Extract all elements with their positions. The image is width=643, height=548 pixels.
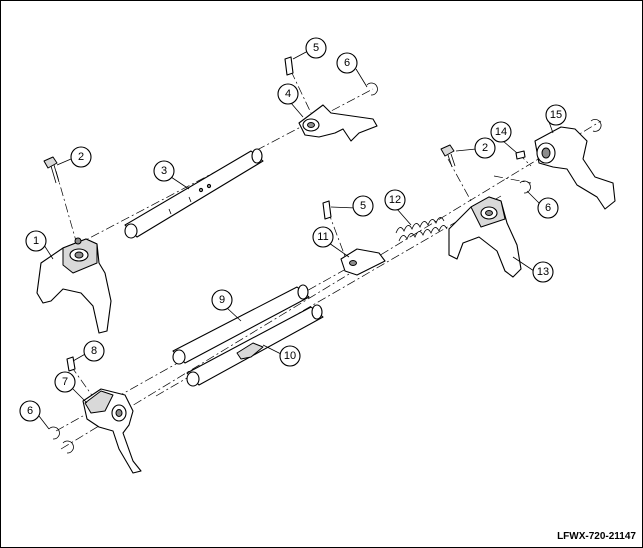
part-13-shift-fork (448, 196, 522, 278)
callout-1: 1 (25, 230, 47, 252)
callout-9: 9 (211, 289, 233, 311)
callout-14: 14 (490, 121, 512, 143)
part-6-snap-ring-right (590, 119, 602, 132)
part-5-pin-top (284, 56, 294, 76)
callout-2-left: 2 (70, 146, 92, 168)
svg-text:2: 2 (482, 142, 488, 154)
part-9-shift-rod (172, 284, 310, 365)
svg-text:3: 3 (161, 165, 167, 177)
callout-12: 12 (384, 189, 406, 211)
svg-text:10: 10 (284, 350, 296, 362)
part-5-pin-middle (322, 200, 332, 220)
part-6-snap-ring-middle (519, 180, 531, 194)
svg-text:9: 9 (219, 294, 225, 306)
part-10-shift-rod (186, 304, 324, 387)
part-12-spring (395, 217, 448, 242)
svg-text:6: 6 (344, 57, 350, 69)
part-2-bolt-right (440, 144, 456, 168)
callout-2-right: 2 (474, 137, 496, 159)
part-4-shift-bracket (298, 104, 378, 142)
callout-4: 4 (277, 83, 299, 105)
callout-13: 13 (532, 261, 554, 283)
svg-text:11: 11 (317, 231, 328, 243)
part-8-pin (66, 356, 76, 372)
callout-6-top: 6 (336, 52, 358, 74)
part-7-shift-lever (82, 388, 142, 474)
callout-6-bottom: 6 (19, 400, 41, 422)
part-15-shift-fork (534, 126, 616, 210)
part-14-pin (515, 150, 526, 160)
svg-text:6: 6 (27, 405, 33, 417)
part-2-bolt-left (43, 156, 60, 184)
part-3-shift-rod (124, 148, 264, 239)
callout-5-top: 5 (305, 37, 327, 59)
svg-text:5: 5 (313, 42, 319, 54)
svg-text:1: 1 (33, 235, 39, 247)
leader-lines (38, 50, 554, 430)
svg-text:14: 14 (495, 126, 507, 138)
svg-text:4: 4 (285, 88, 291, 100)
callout-3: 3 (153, 160, 175, 182)
svg-text:7: 7 (62, 376, 68, 388)
callout-15: 15 (545, 104, 567, 126)
svg-text:6: 6 (545, 202, 551, 214)
svg-text:15: 15 (550, 109, 562, 121)
callout-10: 10 (279, 345, 301, 367)
drawing-code: LFWX-720-21147 (557, 531, 636, 542)
svg-text:13: 13 (537, 266, 549, 278)
part-6-snap-ring-top (366, 82, 378, 96)
part-11-bracket (340, 248, 386, 276)
callout-8: 8 (83, 340, 105, 362)
svg-text:2: 2 (78, 151, 84, 163)
callout-6-right: 6 (537, 197, 559, 219)
callout-5-middle: 5 (352, 195, 374, 217)
svg-text:5: 5 (360, 200, 366, 212)
svg-text:8: 8 (91, 345, 97, 357)
svg-text:12: 12 (389, 194, 401, 206)
part-1-shift-fork (36, 237, 112, 334)
callout-7: 7 (54, 371, 76, 393)
part-6-snap-ring-bottom (48, 426, 74, 454)
callout-11: 11 (312, 226, 334, 248)
